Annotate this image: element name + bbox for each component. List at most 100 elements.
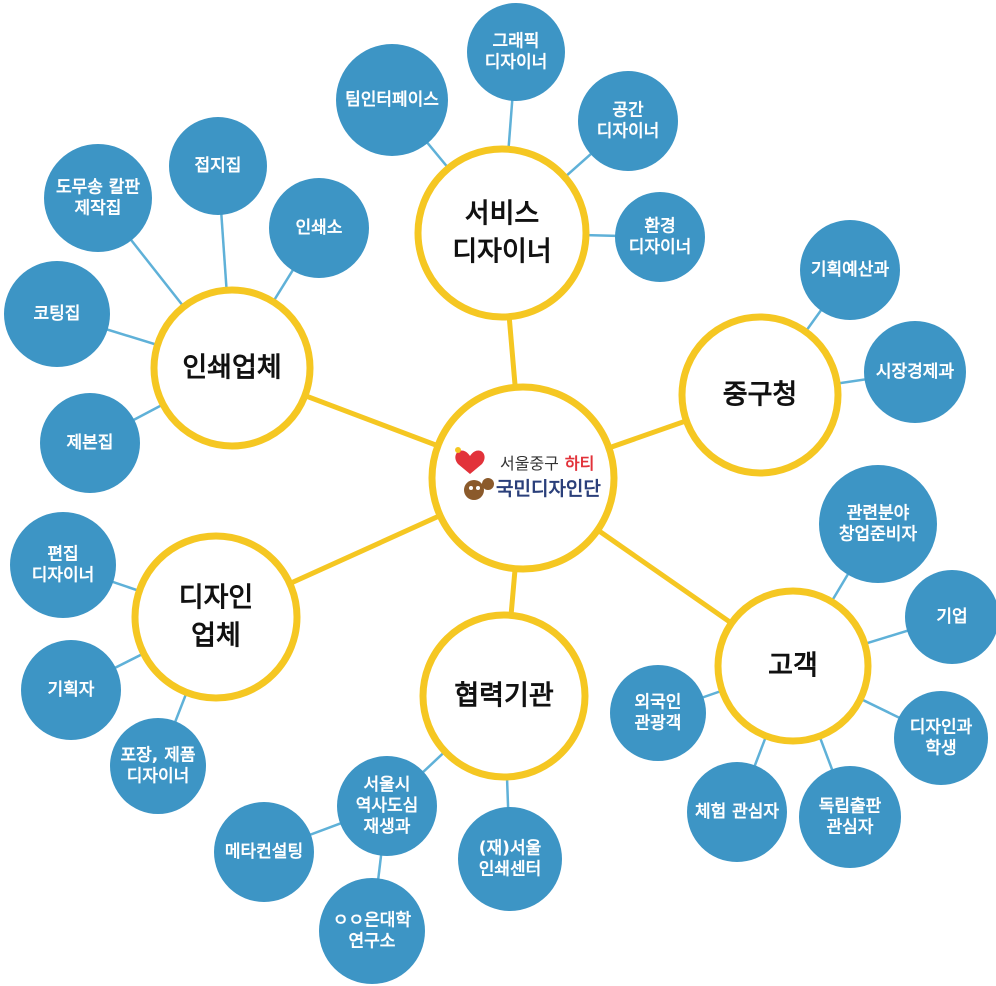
leaf-graphic-designer-label-2: 디자이너 (485, 53, 548, 73)
leaf-circle-design-student (894, 691, 988, 785)
leaf-circle-die-cutting (44, 144, 152, 252)
leaf-env-designer-label-1: 환경 (644, 217, 675, 237)
hub-design-co-label-1: 디자인 (179, 583, 254, 614)
leaf-planning-budget-label-1: 기획예산과 (811, 260, 890, 280)
hub-service-label-1: 서비스 (465, 199, 540, 230)
leaf-die-cutting-label-2: 제작집 (75, 199, 122, 219)
leaf-indie-publisher-label-1: 독립출판 (819, 797, 882, 817)
leaf-circle-market-economy (864, 321, 966, 423)
leaf-node-print-shop: 인쇄소 (269, 178, 369, 278)
leaf-planner-label-1: 기획자 (48, 680, 95, 700)
leaf-space-designer-label-2: 디자이너 (597, 122, 660, 142)
leaf-circle-meta-consulting (214, 802, 314, 902)
hub-customer-label-1: 고객 (768, 651, 818, 682)
hub-node-customer: 고객 (714, 587, 872, 745)
hub-junggu-label-1: 중구청 (723, 380, 798, 411)
leaf-circle-planning-budget (800, 220, 900, 320)
center-title-part1: 서울중구 (500, 454, 559, 473)
leaf-design-student-label-2: 학생 (925, 739, 956, 759)
hub-circle-service (414, 145, 590, 321)
leaf-package-designer-label-1: 포장, 제품 (121, 746, 196, 766)
leaf-startup-prep-label-2: 창업준비자 (839, 525, 918, 545)
leaf-print-shop-label-1: 인쇄소 (296, 218, 343, 238)
hub-circle-junggu (678, 313, 842, 477)
leaf-coating-label-1: 코팅집 (34, 304, 81, 324)
hub-circle-partner (419, 611, 589, 781)
leaf-graphic-designer-label-1: 그래픽 (493, 32, 540, 52)
leaf-circle-package-designer (110, 718, 206, 814)
leaf-circle-env-designer (615, 192, 705, 282)
leaf-univ-lab-label-1: ㅇㅇ은대학 (333, 911, 412, 931)
leaf-print-center-label-1: (재)서울 (479, 839, 542, 859)
leaf-circle-print-shop (269, 178, 369, 278)
leaf-node-bookbinder: 제본집 (40, 393, 140, 493)
leaf-circle-print-center (458, 807, 562, 911)
hub-circle-print-co (150, 286, 314, 450)
leaf-space-designer-label-1: 공간 (612, 101, 644, 121)
hub-node-print-co: 인쇄업체 (150, 286, 314, 450)
leaf-edit-designer-label-2: 디자이너 (32, 566, 95, 586)
leaf-circle-coating (4, 261, 110, 367)
leaf-circle-experience (687, 762, 787, 862)
leaf-univ-lab-label-2: 연구소 (349, 932, 396, 952)
leaf-circle-foreign-tourist (610, 665, 706, 761)
leaf-circle-company (905, 570, 996, 664)
leaf-circle-univ-lab (319, 878, 425, 984)
leaf-circle-bookbinder (40, 393, 140, 493)
hati-mascot-icon (455, 447, 494, 500)
leaf-seoul-history-label-3: 재생과 (364, 817, 411, 837)
leaf-design-student-label-1: 디자인과 (910, 718, 973, 738)
leaf-circle-planner (21, 640, 121, 740)
leaf-nodes: 팀인터페이스그래픽디자이너공간디자이너환경디자이너기획예산과시장경제과관련분야창… (4, 3, 996, 984)
leaf-circle-team-interface (336, 44, 448, 156)
leaf-indie-publisher-label-2: 관심자 (827, 818, 874, 838)
center-subtitle: 국민디자인단 (496, 478, 601, 500)
leaf-node-planner: 기획자 (21, 640, 121, 740)
hub-print-co-label-1: 인쇄업체 (182, 353, 281, 384)
leaf-circle-folding (169, 117, 267, 215)
leaf-node-planning-budget: 기획예산과 (800, 220, 900, 320)
leaf-print-center-label-2: 인쇄센터 (479, 860, 542, 880)
leaf-circle-edit-designer (10, 512, 116, 618)
leaf-seoul-history-label-2: 역사도심 (356, 796, 419, 816)
hub-circle-customer (714, 587, 872, 745)
hub-design-co-label-2: 업체 (191, 621, 241, 652)
leaf-experience-label-1: 체험 관심자 (695, 801, 779, 822)
leaf-die-cutting-label-1: 도무송 칼판 (56, 178, 140, 198)
hub-circle-design-co (131, 532, 301, 702)
leaf-circle-seoul-history (337, 756, 437, 856)
leaf-startup-prep-label-1: 관련분야 (847, 504, 910, 524)
leaf-node-market-economy: 시장경제과 (864, 321, 966, 423)
leaf-seoul-history-label-1: 서울시 (364, 775, 411, 795)
leaf-node-folding: 접지집 (169, 117, 267, 215)
leaf-node-experience: 체험 관심자 (687, 762, 787, 862)
leaf-foreign-tourist-label-1: 외국인 (635, 693, 682, 713)
hub-service-label-2: 디자이너 (452, 237, 551, 268)
hub-partner-label-1: 협력기관 (454, 681, 554, 712)
leaf-folding-label-1: 접지집 (195, 156, 242, 176)
hub-node-junggu: 중구청 (678, 313, 842, 477)
leaf-circle-startup-prep (819, 465, 937, 583)
leaf-package-designer-label-2: 디자이너 (127, 767, 190, 787)
leaf-circle-graphic-designer (467, 3, 565, 101)
hub-node-partner: 협력기관 (419, 611, 589, 781)
leaf-meta-consulting-label-1: 메타컨설팅 (225, 842, 303, 862)
leaf-foreign-tourist-label-2: 관광객 (635, 714, 682, 734)
